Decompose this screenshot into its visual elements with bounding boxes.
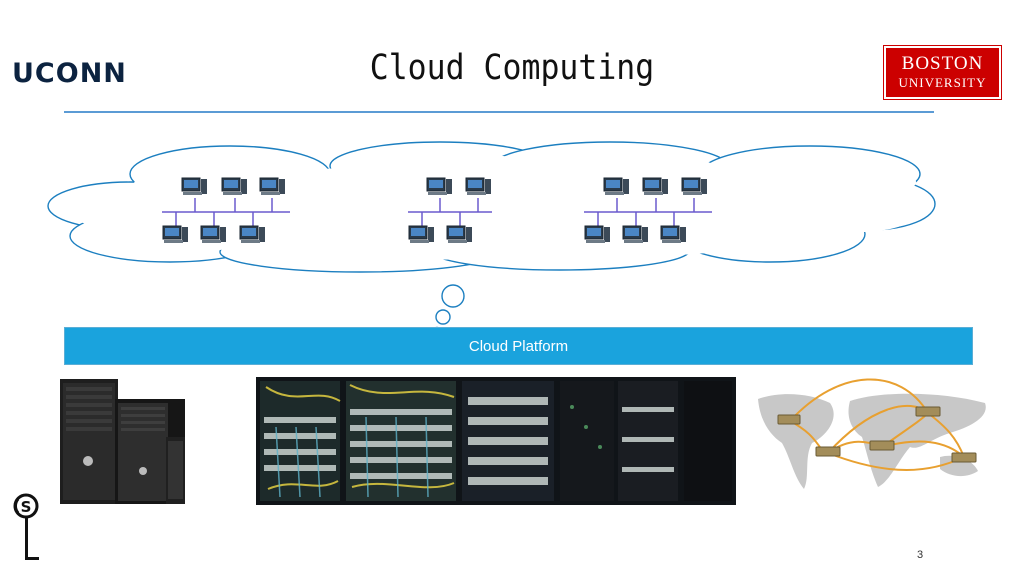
computer-icon: [221, 177, 248, 196]
world-map-network-image: [758, 378, 986, 489]
computer-icon: [622, 225, 649, 244]
computer-icon: [426, 177, 453, 196]
local-network-1: [162, 177, 290, 244]
computer-icon: [642, 177, 669, 196]
title-divider: [64, 111, 934, 113]
local-network-3: [584, 177, 712, 244]
computer-icon: [200, 225, 227, 244]
computer-icon: [681, 177, 708, 196]
computer-icon: [465, 177, 492, 196]
computer-icon: [259, 177, 286, 196]
network-lines: [408, 198, 492, 226]
csl-logo: S: [13, 493, 39, 560]
uconn-logo: UCONN: [12, 58, 127, 89]
desktop-tower-computers-image: [60, 379, 185, 504]
datacenter-server-racks-image: [256, 377, 736, 505]
computer-icon: [660, 225, 687, 244]
slide-title: Cloud Computing: [369, 48, 655, 88]
bu-logo-line1: BOSTON: [901, 53, 984, 74]
computer-icon: [446, 225, 473, 244]
computer-icon: [603, 177, 630, 196]
cloud-network-diagram: [47, 141, 936, 336]
local-network-2: [408, 177, 492, 244]
computer-icon: [239, 225, 266, 244]
computer-icon: [162, 225, 189, 244]
bu-logo-line2: UNIVERSITY: [898, 75, 987, 90]
network-node-icons: [777, 406, 977, 463]
computer-icon: [584, 225, 611, 244]
computer-icon: [408, 225, 435, 244]
svg-text:S: S: [21, 498, 32, 516]
network-lines: [584, 198, 712, 226]
computer-icon: [181, 177, 208, 196]
page-number: 3: [916, 549, 924, 561]
boston-university-logo: BOSTON UNIVERSITY: [883, 45, 1002, 100]
cloud-platform-bar: Cloud Platform: [64, 327, 973, 365]
network-lines: [162, 198, 290, 226]
